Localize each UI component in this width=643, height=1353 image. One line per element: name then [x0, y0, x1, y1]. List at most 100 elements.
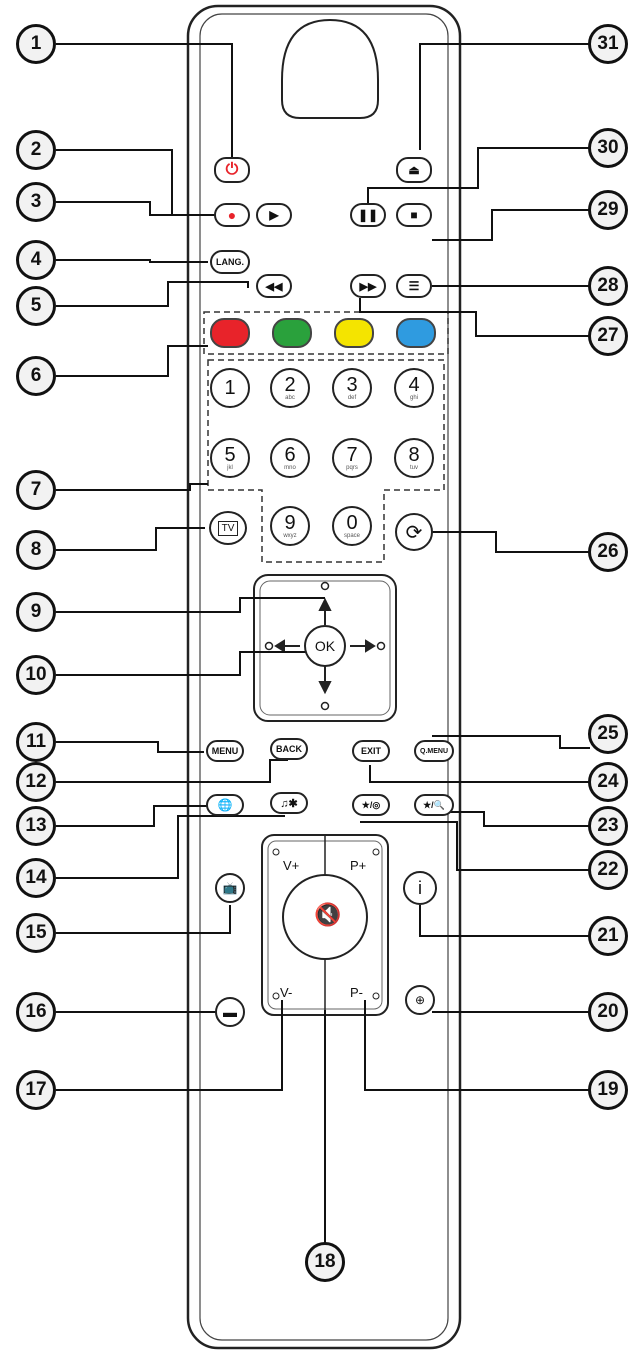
callout-5: 5 [16, 286, 56, 326]
number-key-letters: pqrs [346, 464, 358, 471]
callout-19: 19 [588, 1070, 628, 1110]
fast-forward-icon: ▶▶ [359, 280, 377, 293]
callout-2: 2 [16, 130, 56, 170]
remote-body-outer [186, 4, 462, 1350]
callout-22: 22 [588, 850, 628, 890]
pause-button[interactable]: ❚❚ [350, 203, 386, 227]
info-label: i [418, 877, 422, 898]
color-keys-frame [203, 311, 449, 355]
callout-1: 1 [16, 24, 56, 64]
yellow-button[interactable] [334, 318, 374, 348]
picture-mode-icon: ♫✱ [280, 797, 298, 810]
number-key-digit: 7 [346, 443, 358, 466]
rewind-button[interactable]: ◀◀ [256, 274, 292, 298]
q-menu-label: Q.MENU [420, 747, 448, 755]
number-key-letters: ghi [409, 394, 418, 401]
picture-mode-button[interactable]: ♫✱ [270, 792, 308, 814]
stop-button[interactable]: ■ [396, 203, 432, 227]
remote-body-inner [199, 13, 449, 1341]
blue-button[interactable] [396, 318, 436, 348]
number-key-letters: tuv [409, 464, 418, 471]
ok-button[interactable]: OK [304, 625, 346, 667]
mute-icon: 🔇 [314, 902, 342, 927]
number-key-digit: 8 [408, 443, 420, 466]
back-button[interactable]: BACK [270, 738, 308, 760]
menu-label: MENU [211, 746, 239, 756]
screen-button[interactable]: ⊕ [405, 985, 435, 1015]
callout-29: 29 [588, 190, 628, 230]
callout-6: 6 [16, 356, 56, 396]
callout-13: 13 [16, 806, 56, 846]
callout-11: 11 [16, 722, 56, 762]
favourite-timer-label: ★/◎ [361, 799, 381, 810]
volume-up-button[interactable]: V+ [283, 858, 300, 873]
ir-window [281, 18, 379, 119]
pause-icon: ❚❚ [357, 208, 379, 222]
globe-icon: 🌐 [217, 798, 233, 812]
teletext-icon: ▬ [223, 1004, 237, 1020]
tv-icon: TV [217, 520, 239, 536]
media-browser-button[interactable]: ⏏ [396, 157, 432, 183]
epg-button[interactable]: 📺 [215, 873, 245, 903]
fast-forward-button[interactable]: ▶▶ [350, 274, 386, 298]
mute-button[interactable]: 🔇 [314, 902, 341, 928]
internet-button[interactable]: 🌐 [206, 794, 244, 816]
program-down-button[interactable]: P- [350, 985, 363, 1000]
play-button[interactable]: ▶ [256, 203, 292, 227]
callout-27: 27 [588, 316, 628, 356]
rewind-icon: ◀◀ [265, 280, 283, 293]
exit-button[interactable]: EXIT [352, 740, 390, 762]
nav-pad-frame [253, 574, 397, 722]
menu-button[interactable]: MENU [206, 740, 244, 762]
number-key-letters: wxyz [283, 532, 297, 539]
callout-16: 16 [16, 992, 56, 1032]
mute-button-ring [282, 874, 368, 960]
callout-23: 23 [588, 806, 628, 846]
power-icon: ⏻ [225, 161, 239, 178]
swap-button[interactable]: ⟳ [395, 513, 433, 551]
number-key-digit: 9 [284, 511, 296, 534]
teletext-button[interactable]: ▬ [215, 997, 245, 1027]
record-button[interactable]: ● [214, 203, 250, 227]
number-key-letters: space [343, 532, 360, 539]
favourite-search-label: ★/🔍 [423, 799, 445, 810]
red-button[interactable] [210, 318, 250, 348]
media-browser-icon: ⏏ [408, 163, 420, 177]
tv-button[interactable]: TV [209, 511, 247, 545]
number-key-digit: 1 [224, 377, 236, 399]
callout-21: 21 [588, 916, 628, 956]
number-key-digit: 4 [408, 373, 420, 396]
power-button[interactable]: ⏻ [214, 157, 250, 183]
number-key-letters: jkl [227, 464, 233, 471]
number-key-digit: 5 [224, 443, 236, 466]
callout-25: 25 [588, 714, 628, 754]
subtitle-button[interactable]: ☰ [396, 274, 432, 298]
record-icon: ● [227, 207, 237, 223]
lang-button[interactable]: LANG. [210, 250, 250, 274]
info-button[interactable]: i [403, 871, 437, 905]
q-menu-button[interactable]: Q.MENU [414, 740, 454, 762]
subtitle-icon: ☰ [408, 279, 420, 293]
callout-14: 14 [16, 858, 56, 898]
callout-24: 24 [588, 762, 628, 802]
favourite-timer-button[interactable]: ★/◎ [352, 794, 390, 816]
program-up-button[interactable]: P+ [350, 858, 367, 873]
number-key-1[interactable]: 1 [210, 368, 250, 408]
callout-7: 7 [16, 470, 56, 510]
green-button[interactable] [272, 318, 312, 348]
callout-15: 15 [16, 913, 56, 953]
volume-down-button[interactable]: V- [280, 985, 293, 1000]
number-key-digit: 6 [284, 443, 296, 466]
stop-icon: ■ [410, 208, 418, 222]
favourite-search-button[interactable]: ★/🔍 [414, 794, 454, 816]
